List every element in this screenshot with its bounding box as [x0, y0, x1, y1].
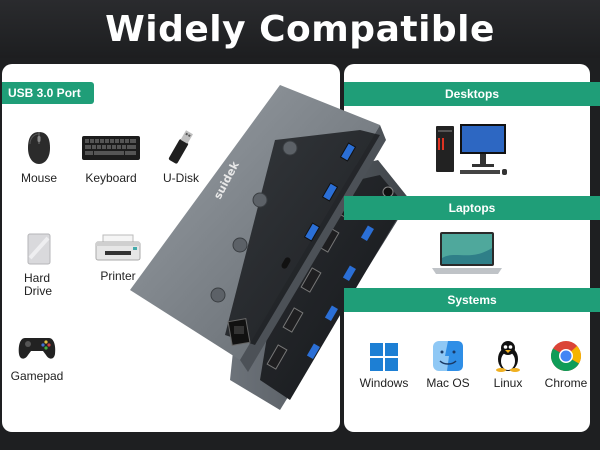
usb-port-tag: USB 3.0 Port — [2, 82, 94, 104]
page-title: Widely Compatible — [105, 8, 495, 50]
os-label-macos: Mac OS — [426, 376, 470, 390]
device-label-hard-drive: Hard Drive — [24, 271, 53, 298]
os-windows: Windows — [356, 342, 412, 390]
device-hard-drive: Hard Drive — [14, 232, 64, 298]
desktop-image — [432, 118, 512, 185]
bottom-strip — [0, 432, 600, 450]
os-chrome: Chrome — [538, 340, 594, 390]
hard-drive-icon — [27, 233, 51, 265]
linux-tux-icon — [496, 341, 520, 372]
device-label-gamepad: Gamepad — [10, 369, 64, 383]
device-label-udisk: U-Disk — [163, 171, 199, 185]
keyboard-icon — [82, 136, 140, 160]
device-gamepad: Gamepad — [10, 332, 64, 383]
os-label-linux: Linux — [493, 376, 523, 390]
printer-icon — [95, 234, 141, 261]
os-label-windows: Windows — [359, 376, 409, 390]
macos-finder-icon — [433, 341, 463, 371]
device-printer: Printer — [88, 234, 148, 283]
kvm-front-unit: suidek — [130, 85, 386, 372]
device-label-printer: Printer — [100, 269, 136, 283]
systems-header: Systems — [344, 288, 600, 312]
device-udisk: U-Disk — [156, 128, 206, 185]
desktops-header: Desktops — [344, 82, 600, 106]
os-label-chrome: Chrome — [544, 376, 588, 390]
laptop-image — [430, 230, 504, 281]
mouse-icon — [28, 132, 50, 164]
device-label-mouse: Mouse — [20, 171, 58, 185]
gamepad-icon — [18, 338, 56, 359]
chrome-logo-icon — [550, 341, 581, 372]
device-label-keyboard: Keyboard — [85, 171, 137, 185]
device-keyboard: Keyboard — [78, 134, 144, 185]
kvm-switch-image: suidek — [130, 85, 410, 410]
usb-drive-icon — [168, 130, 193, 164]
title-banner: Widely Compatible — [0, 0, 600, 58]
laptops-header: Laptops — [344, 196, 600, 220]
device-mouse: Mouse — [14, 130, 64, 185]
desktop-computer-icon — [436, 124, 507, 175]
laptop-icon — [432, 232, 502, 274]
os-macos: Mac OS — [420, 340, 476, 390]
os-linux: Linux — [480, 340, 536, 390]
windows-logo-icon — [370, 343, 398, 371]
